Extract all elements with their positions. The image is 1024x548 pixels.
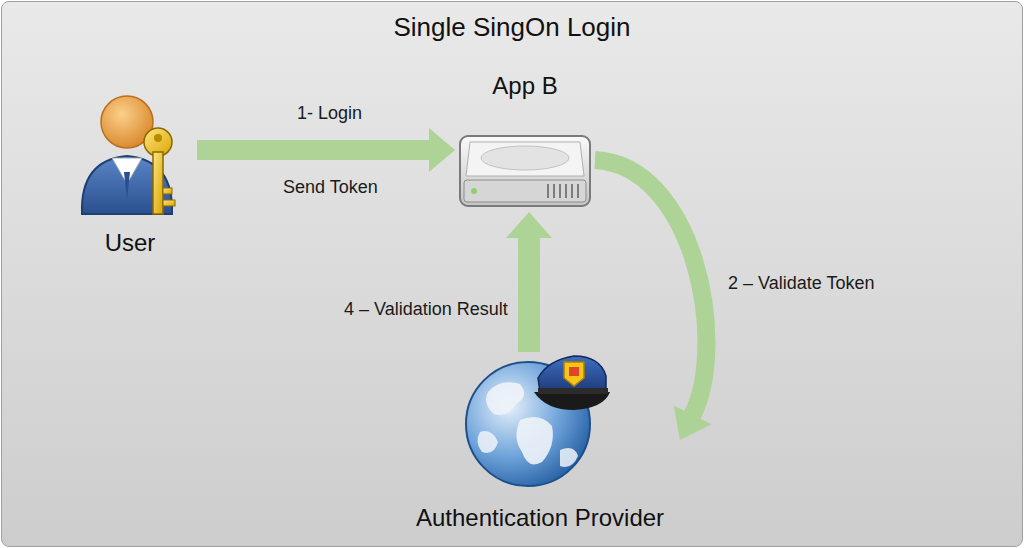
diagram-title: Single SingOn Login: [0, 12, 1024, 43]
flow-note: Send Token: [283, 177, 378, 198]
flow-arrow: [197, 128, 455, 172]
icon-node: User: [75, 92, 185, 257]
node-label: Authentication Provider: [416, 504, 664, 532]
icon-node: App B: [455, 72, 595, 212]
arrow-head: [674, 406, 712, 440]
arrow-band: [197, 128, 455, 172]
edge-label: 1- Login: [297, 103, 362, 124]
arrow-band: [595, 160, 706, 415]
server-icon: [460, 136, 590, 206]
node-label: App B: [492, 72, 557, 100]
flow-arrow: [595, 160, 711, 440]
icon-node: Authentication Provider: [400, 352, 680, 532]
arrow-band: [506, 212, 552, 352]
user-icon: [82, 96, 175, 214]
edge-label: 4 – Validation Result: [344, 299, 508, 320]
globe-icon: [466, 356, 610, 486]
edge-label: 2 – Validate Token: [728, 273, 874, 294]
flow-arrow: [506, 212, 552, 352]
node-label: User: [105, 229, 156, 257]
